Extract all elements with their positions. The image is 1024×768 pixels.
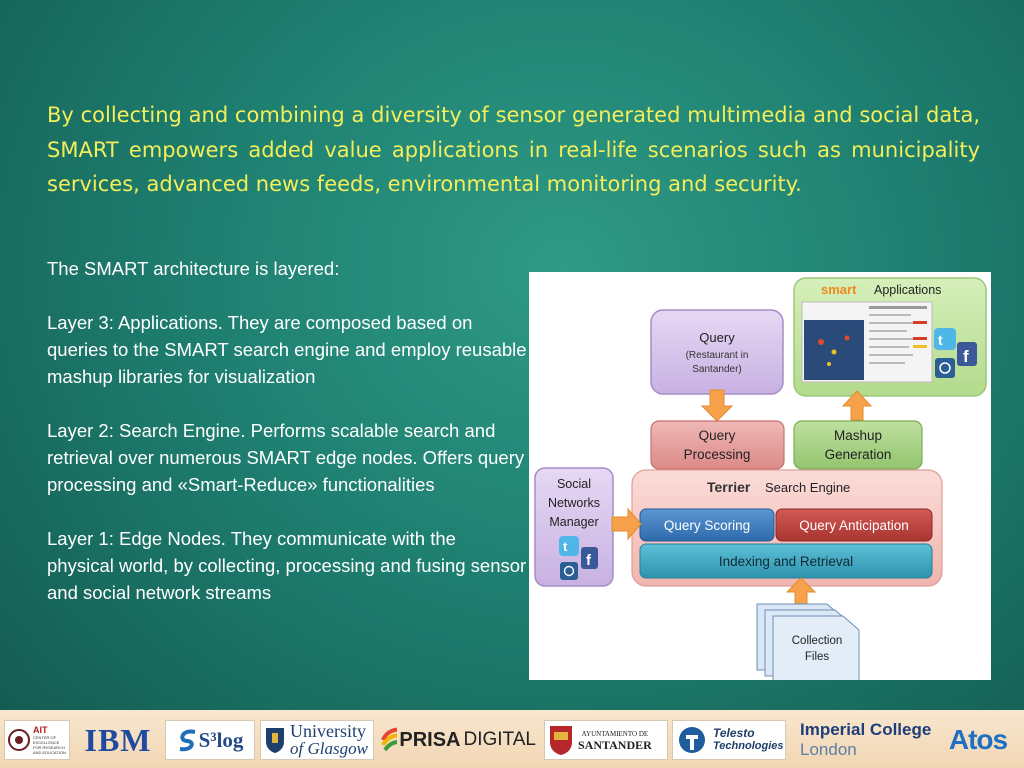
app-screenshot-thumbnail [801,301,933,383]
svg-text:Networks: Networks [548,496,600,510]
imperial-college-london-logo: Imperial College London [800,720,932,759]
twitter-icon [559,536,579,556]
svg-text:(Restaurant in: (Restaurant in [686,350,749,361]
social-networks-manager-box: Social Networks Manager t f [534,467,614,587]
query-processing-box: Query Processing [650,420,785,470]
mashup-generation-box: Mashup Generation [793,420,923,470]
svg-text:Collection: Collection [792,635,843,647]
architecture-heading: The SMART architecture is layered: [47,258,340,279]
indexing-retrieval-box: Indexing and Retrieval [639,543,933,579]
s3log-swirl-icon [179,729,196,752]
ait-seal-icon [8,729,30,751]
svg-text:Generation: Generation [825,447,892,462]
svg-text:Query Anticipation: Query Anticipation [799,518,909,533]
query-anticipation-box: Query Anticipation [775,508,933,542]
facebook-icon [581,547,598,569]
prisa-digital-logo: PRISA DIGITAL [380,720,536,760]
svg-text:f: f [586,552,592,569]
applications-title: Applications [874,283,941,297]
ibm-logo: IBM [84,721,152,758]
svg-text:Social: Social [557,477,591,491]
ayuntamiento-santander-logo: AYUNTAMIENTO DE SANTANDER [544,720,668,760]
applications-box: smart Applications [793,277,987,397]
svg-text:Manager: Manager [549,515,598,529]
layer-2-description: Layer 2: Search Engine. Performs scalabl… [47,420,525,495]
svg-text:Mashup: Mashup [834,428,882,443]
rss-icon [560,562,578,580]
svg-text:Files: Files [805,651,830,663]
ait-logo: AIT CENTER OF EXCELLENCE FOR RESEARCH AN… [4,720,70,760]
collection-files-stack: Collection Files [756,603,860,680]
santander-crest-icon [550,726,572,755]
university-of-glasgow-logo: University of Glasgow [260,720,374,760]
svg-text:t: t [563,539,568,554]
arrow-social-to-query-scoring [611,507,642,541]
facebook-icon [957,342,977,366]
glasgow-crest-icon [266,728,284,753]
atos-logo: Atos [948,724,1008,755]
smart-brand-text: smart [821,282,857,297]
social-icons: t f [934,328,977,378]
svg-text:Processing: Processing [684,447,751,462]
architecture-diagram: smart Applications [529,272,991,680]
svg-text:Indexing and Retrieval: Indexing and Retrieval [719,554,853,569]
intro-paragraph: By collecting and combining a diversity … [47,103,980,196]
query-box: Query (Restaurant in Santander) [650,309,784,395]
twitter-icon [934,328,956,350]
search-engine-label: Search Engine [765,480,850,495]
svg-text:Query: Query [699,330,735,345]
architecture-description: The SMART architecture is layered: Layer… [47,255,527,633]
arrow-mashup-to-applications [841,390,873,421]
s3log-logo: S³log [165,720,255,760]
svg-text:Query Scoring: Query Scoring [664,518,750,533]
terrier-label: Terrier [707,479,751,495]
arrow-query-to-processing [700,389,734,422]
layer-1-description: Layer 1: Edge Nodes. They communicate wi… [47,528,527,603]
telesto-globe-icon [679,727,705,753]
layer-3-description: Layer 3: Applications. They are composed… [47,312,527,387]
svg-text:Santander): Santander) [692,364,741,375]
svg-text:Query: Query [699,428,736,443]
telesto-technologies-logo: Telesto Technologies [672,720,786,760]
svg-text:t: t [938,332,943,348]
query-scoring-box: Query Scoring [639,508,775,542]
prisa-color-swoosh-icon [381,727,398,752]
rss-icon [935,358,955,378]
svg-text:f: f [963,347,969,366]
partner-logo-strip: AIT CENTER OF EXCELLENCE FOR RESEARCH AN… [0,710,1024,768]
